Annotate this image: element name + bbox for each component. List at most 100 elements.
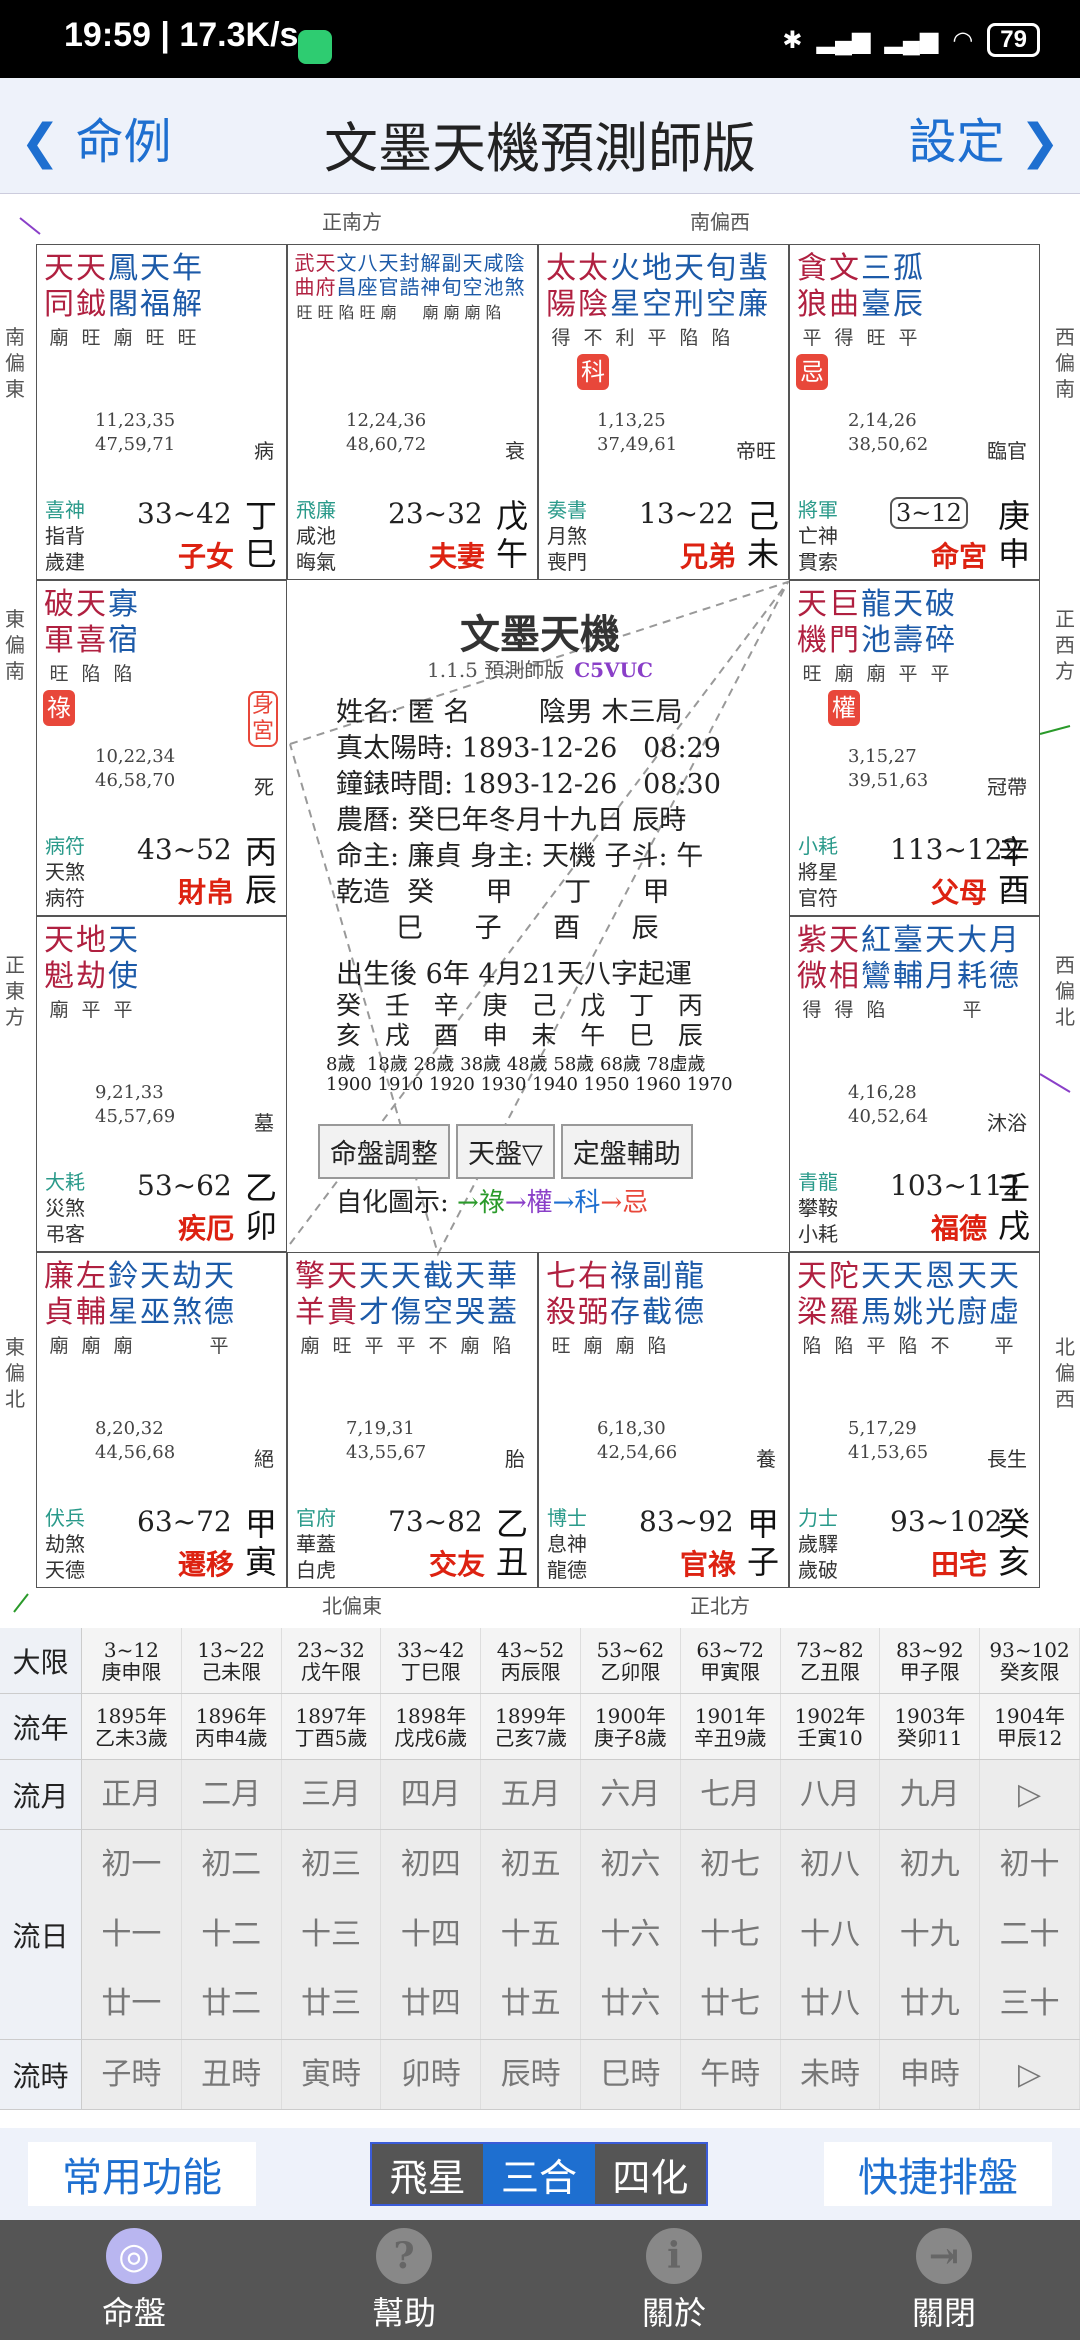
liunian-cell[interactable]: 1896年丙申4歲 — [181, 1694, 282, 1759]
liuri1-cell[interactable]: 初四 — [381, 1830, 482, 1900]
liushi-cell[interactable]: ▷ — [980, 2040, 1080, 2109]
direction-label: 北偏西 — [1055, 1335, 1075, 1411]
liunian-cell[interactable]: 1895年乙未3歲 — [82, 1694, 182, 1759]
liushi-cell[interactable]: 子時 — [82, 2040, 182, 2109]
liunian-cell[interactable]: 1901年辛丑9歲 — [680, 1694, 781, 1759]
liuyue-cell[interactable]: 正月 — [82, 1760, 182, 1829]
liuyue-cell[interactable]: 二月 — [181, 1760, 282, 1829]
liushi-cell[interactable]: 申時 — [880, 2040, 981, 2109]
liuri3-cell[interactable]: 三十 — [980, 1969, 1080, 2040]
destiny-chart[interactable]: 正南方 南偏西 北偏東 正北方 南偏東 東偏南 正東方 東偏北 西偏南 正西方 … — [0, 194, 1080, 1628]
liuri1-cell[interactable]: 初二 — [181, 1830, 282, 1900]
sihua-tab[interactable]: 四化 — [594, 2144, 706, 2204]
liuri2-cell[interactable]: 十三 — [281, 1899, 382, 1970]
liuri2-cell[interactable]: 十一 — [82, 1899, 182, 1970]
liuri2-cell[interactable]: 十九 — [880, 1899, 981, 1970]
liuri1-cell[interactable]: 初一 — [82, 1830, 182, 1900]
liuri3-cell[interactable]: 廿一 — [82, 1969, 182, 2040]
liuyue-cell[interactable]: 五月 — [481, 1760, 581, 1829]
liuri2-cell[interactable]: 十八 — [780, 1899, 881, 1970]
liuri1-cell[interactable]: 初三 — [281, 1830, 382, 1900]
liuyue-cell[interactable]: 七月 — [680, 1760, 781, 1829]
liuyue-cell[interactable]: 八月 — [780, 1760, 881, 1829]
liuri3-cell[interactable]: 廿二 — [181, 1969, 282, 2040]
liunian-cell[interactable]: 1903年癸卯11 — [880, 1694, 981, 1759]
liuri2-cell[interactable]: 十六 — [580, 1899, 681, 1970]
liushi-cell[interactable]: 未時 — [780, 2040, 881, 2109]
liuyue-cell[interactable]: ▷ — [980, 1760, 1080, 1829]
tab-help[interactable]: ?幫助 — [344, 2228, 464, 2334]
liuri2-cell[interactable]: 十五 — [481, 1899, 581, 1970]
liuri1-cell[interactable]: 初九 — [880, 1830, 981, 1900]
flying-star-tab[interactable]: 飛星 — [372, 2144, 484, 2204]
back-button[interactable]: ❮ 命例 — [20, 114, 172, 170]
liuri2-cell[interactable]: 十七 — [680, 1899, 781, 1970]
quick-chart-button[interactable]: 快捷排盤 — [824, 2142, 1052, 2206]
liuri3-cell[interactable]: 廿四 — [381, 1969, 482, 2040]
liuri3-cell[interactable]: 廿八 — [780, 1969, 881, 2040]
liunian-cell[interactable]: 1900年庚子8歲 — [580, 1694, 681, 1759]
liuri3-cell[interactable]: 廿六 — [580, 1969, 681, 2040]
liuri3-cell[interactable]: 廿五 — [481, 1969, 581, 2040]
liuri3-cell[interactable]: 廿七 — [680, 1969, 781, 2040]
liunian-cell[interactable]: 1898年戊戌6歲 — [381, 1694, 482, 1759]
chart-adjust-button[interactable]: 命盤調整 — [318, 1124, 450, 1179]
signal2-icon: ▂▄▆ — [884, 26, 939, 54]
liuri1-cell[interactable]: 初八 — [780, 1830, 881, 1900]
sky-chart-button[interactable]: 天盤▽ — [456, 1124, 555, 1179]
liuri2-cell[interactable]: 二十 — [980, 1899, 1080, 1970]
liushi-cell[interactable]: 卯時 — [381, 2040, 482, 2109]
liushi-cell[interactable]: 巳時 — [580, 2040, 681, 2109]
liuyue-cell[interactable]: 三月 — [281, 1760, 382, 1829]
liuri2-cell[interactable]: 十四 — [381, 1899, 482, 1970]
tab-close[interactable]: ⇥關閉 — [884, 2228, 1004, 2334]
liuri1-cell[interactable]: 初十 — [980, 1830, 1080, 1900]
liuri3-cell[interactable]: 廿三 — [281, 1969, 382, 2040]
decade-range: 13~22 — [639, 497, 734, 530]
liuri1-cell[interactable]: 初五 — [481, 1830, 581, 1900]
liuri1-cell[interactable]: 初六 — [580, 1830, 681, 1900]
liunian-cell[interactable]: 1897年丁酉5歲 — [281, 1694, 382, 1759]
liushi-cell[interactable]: 丑時 — [181, 2040, 282, 2109]
tab-chart[interactable]: ◎命盤 — [74, 2228, 194, 2334]
sanhe-tab[interactable]: 三合 — [483, 2144, 595, 2204]
liunian-cell[interactable]: 1902年壬寅10 — [780, 1694, 881, 1759]
liuyue-cell[interactable]: 九月 — [880, 1760, 981, 1829]
liuyue-cell[interactable]: 四月 — [381, 1760, 482, 1829]
chart-assist-button[interactable]: 定盤輔助 — [560, 1124, 693, 1179]
liuri1-cell[interactable]: 初七 — [680, 1830, 781, 1900]
liunian-cell[interactable]: 1899年己亥7歲 — [481, 1694, 581, 1759]
liushi-cell[interactable]: 午時 — [680, 2040, 781, 2109]
liuri2-cell[interactable]: 十二 — [181, 1899, 282, 1970]
settings-button[interactable]: 設定 ❯ — [908, 114, 1061, 170]
liunian-cell[interactable]: 1904年甲辰12 — [980, 1694, 1080, 1759]
common-functions-button[interactable]: 常用功能 — [28, 2142, 256, 2206]
liuri3-cell[interactable]: 廿九 — [880, 1969, 981, 2040]
liushi-cell[interactable]: 寅時 — [281, 2040, 382, 2109]
liushi-cell[interactable]: 辰時 — [481, 2040, 581, 2109]
liuyue-cell[interactable]: 六月 — [580, 1760, 681, 1829]
